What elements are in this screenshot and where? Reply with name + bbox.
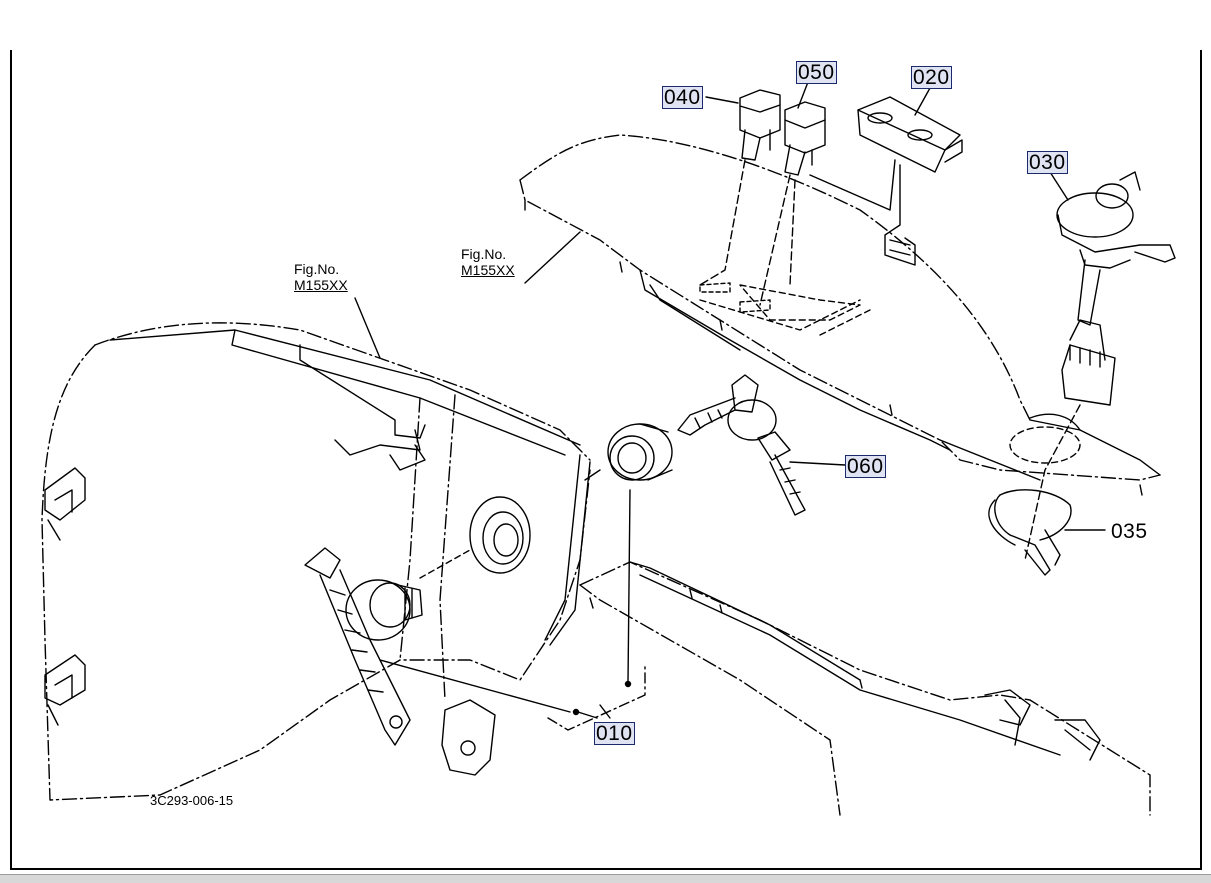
top-cover (519, 134, 1161, 496)
part-tag-050[interactable]: 050 (796, 61, 837, 84)
grommet-part (547, 423, 673, 731)
left-panel (41, 322, 591, 801)
figure-ref-left[interactable]: Fig.No. M155XX (294, 261, 348, 293)
leader-lines (354, 81, 1069, 719)
figure-ref-top[interactable]: Fig.No. M155XX (461, 246, 515, 278)
drawing-code: 3C293-006-15 (150, 793, 234, 808)
cable-tie-035-part (988, 489, 1106, 576)
figure-ref-left-label: Fig.No. (294, 261, 340, 277)
diagram-frame (10, 50, 1202, 870)
window-bottom-bar (0, 874, 1211, 883)
figure-ref-top-label: Fig.No. (461, 246, 507, 262)
part-tag-035[interactable]: 035 (1111, 520, 1148, 543)
figure-ref-left-number: M155XX (294, 277, 348, 293)
keys-part (677, 374, 846, 516)
part-tag-020[interactable]: 020 (911, 66, 952, 89)
part-tag-030[interactable]: 030 (1027, 151, 1068, 174)
part-tag-010[interactable]: 010 (594, 722, 635, 745)
part-tag-060[interactable]: 060 (845, 455, 886, 478)
figure-ref-top-number: M155XX (461, 262, 515, 278)
lever-handle (304, 547, 571, 746)
part-tag-040[interactable]: 040 (662, 86, 703, 109)
switch-parts (699, 89, 826, 306)
bottom-cover (579, 561, 1151, 816)
switch-020-part (809, 96, 963, 266)
key-switch-030-part (1024, 171, 1176, 561)
